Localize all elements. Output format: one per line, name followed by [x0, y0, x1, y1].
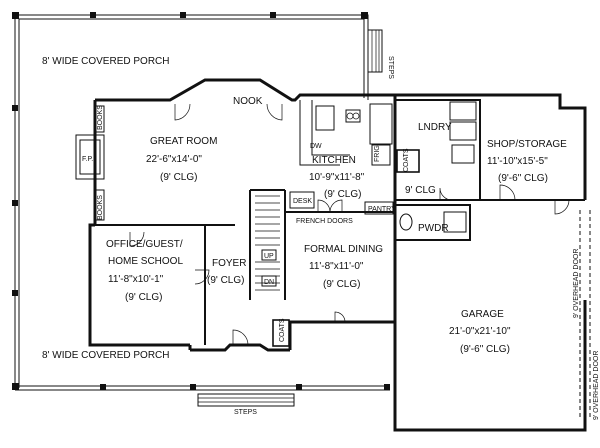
kitchen-label: KITCHEN 10'-9"x11'-8" (9' CLG) — [309, 155, 365, 200]
office-label: OFFICE/GUEST/ HOME SCHOOL 11'-8"x10'-1" … — [106, 239, 183, 303]
interior-walls — [95, 99, 585, 347]
desk — [289, 191, 315, 209]
books-bottom-label: BOOKS — [97, 195, 104, 220]
office-door — [129, 231, 145, 247]
stairs-down-label: DN — [264, 279, 274, 286]
svg-text:9' CLG: 9' CLG — [405, 185, 436, 196]
desk-label: DESK — [293, 198, 312, 205]
porch-top-label: 8' WIDE COVERED PORCH — [42, 56, 169, 67]
stairs-up-label: UP — [264, 253, 274, 260]
shop-label: SHOP/STORAGE 11'-10"x15'-5" (9'-6" CLG) — [487, 139, 567, 184]
steps-bottom-label: STEPS — [234, 409, 257, 416]
bookshelf-bottom: BOOKS — [95, 189, 105, 221]
fridge-label: FRIG — [374, 145, 381, 162]
powder-label: PWDR — [418, 223, 449, 234]
svg-text:22'-6"x14'-0": 22'-6"x14'-0" — [146, 154, 202, 165]
svg-text:FORMAL DINING: FORMAL DINING — [304, 244, 383, 255]
french-doors — [317, 199, 343, 213]
laundry-label: LNDRY 9' CLG — [405, 122, 452, 196]
svg-text:(9'-6" CLG): (9'-6" CLG) — [498, 173, 548, 184]
svg-text:(9' CLG): (9' CLG) — [160, 172, 197, 183]
steps-bottom: STEPS — [197, 393, 295, 416]
dishwasher-label: DW — [310, 143, 322, 150]
svg-text:11'-8"x11'-0": 11'-8"x11'-0" — [309, 261, 364, 272]
fireplace-label: F.P. — [82, 156, 93, 163]
overhead-doors — [579, 210, 591, 420]
dining-window — [334, 311, 346, 323]
foyer-door — [194, 269, 210, 285]
porch-bottom-label: 8' WIDE COVERED PORCH — [42, 350, 169, 361]
staircase — [255, 195, 280, 291]
fireplace: F.P. — [75, 134, 105, 180]
nook-label: NOOK — [233, 96, 263, 107]
svg-text:21'-0"x21'-10": 21'-0"x21'-10" — [449, 326, 511, 337]
svg-text:FOYER: FOYER — [212, 258, 246, 269]
svg-text:(9'-6" CLG): (9'-6" CLG) — [460, 344, 510, 355]
svg-text:11'-8"x10'-1": 11'-8"x10'-1" — [108, 274, 164, 285]
svg-text:(9' CLG): (9' CLG) — [323, 279, 360, 290]
great-room-label: GREAT ROOM 22'-6"x14'-0" (9' CLG) — [146, 136, 217, 183]
svg-text:OFFICE/GUEST/: OFFICE/GUEST/ — [106, 239, 183, 250]
steps-right: STEPS — [367, 29, 394, 79]
coats-upper-label: COATS — [403, 148, 410, 172]
front-door — [232, 329, 249, 346]
coats-lower-label: COATS — [279, 318, 286, 342]
svg-text:KITCHEN: KITCHEN — [312, 155, 356, 166]
svg-text:11'-10"x15'-5": 11'-10"x15'-5" — [487, 156, 548, 167]
foyer-label: FOYER (9' CLG) — [207, 258, 246, 286]
french-doors-label: FRENCH DOORS — [296, 218, 353, 225]
svg-text:(9' CLG): (9' CLG) — [324, 189, 361, 200]
exterior-walls — [88, 78, 587, 432]
powder-room-fixtures — [399, 211, 467, 233]
porch-outline — [12, 12, 390, 391]
books-top-label: BOOKS — [97, 105, 104, 130]
svg-text:(9' CLG): (9' CLG) — [125, 292, 162, 303]
svg-text:GREAT ROOM: GREAT ROOM — [150, 136, 217, 147]
svg-text:GARAGE: GARAGE — [461, 309, 504, 320]
pantry — [364, 201, 394, 215]
dining-label: FORMAL DINING 11'-8"x11'-0" (9' CLG) — [304, 244, 383, 290]
overhead-door-2-label: 9' OVERHEAD DOOR — [593, 351, 600, 420]
steps-right-label: STEPS — [387, 56, 394, 79]
svg-text:LNDRY: LNDRY — [418, 122, 452, 133]
laundry-appliances — [449, 101, 477, 164]
bookshelf-top: BOOKS — [95, 105, 105, 133]
svg-text:10'-9"x11'-8": 10'-9"x11'-8" — [309, 172, 365, 183]
garage-label: GARAGE 21'-0"x21'-10" (9'-6" CLG) — [449, 309, 511, 355]
svg-text:HOME SCHOOL: HOME SCHOOL — [108, 256, 183, 267]
overhead-door-1-label: 9' OVERHEAD DOOR — [573, 249, 580, 318]
svg-text:SHOP/STORAGE: SHOP/STORAGE — [487, 139, 567, 150]
svg-text:(9' CLG): (9' CLG) — [207, 275, 244, 286]
kitchen-counters: DW FRIG — [299, 100, 393, 166]
pantry-label: PANTRY — [368, 206, 396, 213]
